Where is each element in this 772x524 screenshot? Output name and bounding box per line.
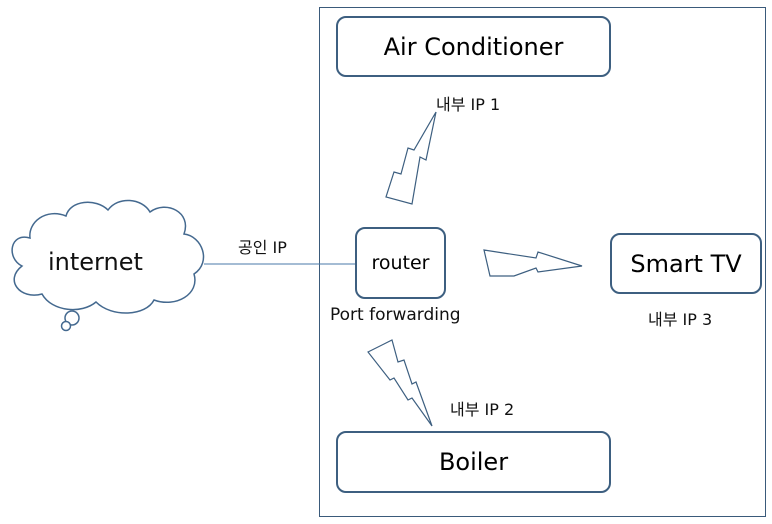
air-conditioner-label: Air Conditioner	[383, 32, 564, 61]
router-box: router	[355, 227, 446, 299]
smart-tv-box: Smart TV	[610, 233, 762, 294]
smart-tv-label: Smart TV	[630, 249, 742, 278]
air-conditioner-box: Air Conditioner	[336, 16, 611, 77]
boiler-ip-label: 내부 IP 2	[450, 400, 515, 419]
cloud-icon	[11, 199, 205, 332]
boiler-label: Boiler	[438, 448, 509, 476]
boiler-box: Boiler	[336, 431, 611, 493]
router-label: router	[371, 252, 430, 274]
home-network-frame	[319, 7, 766, 517]
smart-tv-ip-label: 내부 IP 3	[648, 310, 713, 329]
internet-label: internet	[48, 248, 143, 276]
lightning-bolt-icon	[385, 111, 437, 205]
public-ip-label: 공인 IP	[238, 238, 287, 257]
air-conditioner-ip-label: 내부 IP 1	[436, 95, 501, 114]
port-forwarding-label: Port forwarding	[330, 305, 461, 325]
lightning-bolt-icon	[483, 249, 583, 277]
lightning-bolt-icon	[367, 339, 433, 427]
